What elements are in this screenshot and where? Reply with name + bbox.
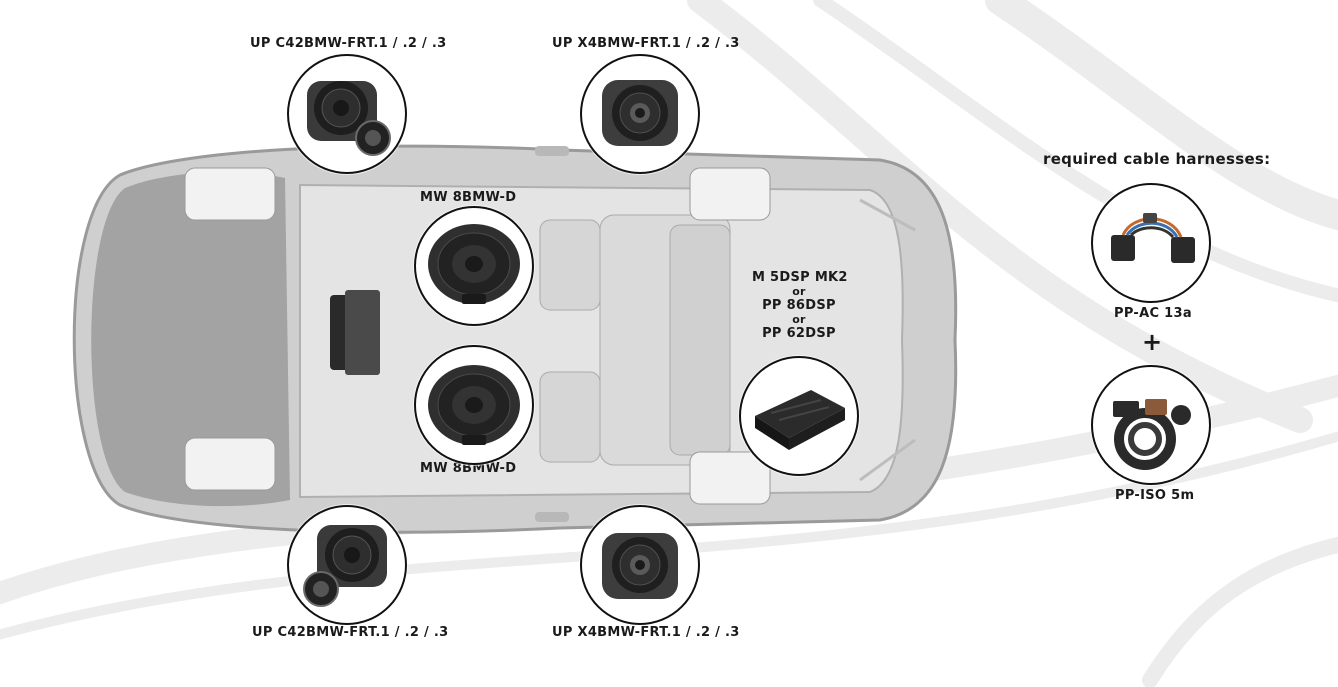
harness-pp-ac-13a-image [1091, 183, 1211, 303]
dsp-or-2: or [792, 313, 806, 326]
rear-left-speaker-image [287, 505, 407, 625]
harness-heading: required cable harnesses: [1043, 150, 1271, 168]
dsp-line-1: M 5DSP MK2 [752, 270, 848, 285]
dsp-amplifier-image [739, 356, 859, 476]
rear-right-speaker-label: UP X4BMW-FRT.1 / .2 / .3 [552, 625, 740, 640]
rear-left-speaker-label: UP C42BMW-FRT.1 / .2 / .3 [252, 625, 449, 640]
woofer-bottom-label: MW 8BMW-D [420, 461, 517, 476]
woofer-top-image [414, 206, 534, 326]
front-left-speaker-label: UP C42BMW-FRT.1 / .2 / .3 [250, 36, 447, 51]
dsp-line-3: PP 62DSP [762, 326, 836, 341]
rear-right-speaker-image [580, 505, 700, 625]
front-right-speaker-label: UP X4BMW-FRT.1 / .2 / .3 [552, 36, 740, 51]
harness-item-2-label: PP-ISO 5m [1115, 488, 1195, 503]
dsp-line-2: PP 86DSP [762, 298, 836, 313]
dsp-or-1: or [792, 285, 806, 298]
front-right-speaker-image [580, 54, 700, 174]
harness-pp-iso-5m-image [1091, 365, 1211, 485]
woofer-top-label: MW 8BMW-D [420, 190, 517, 205]
harness-item-1-label: PP-AC 13a [1114, 306, 1192, 321]
plus-sign: + [1142, 328, 1163, 356]
dsp-label: M 5DSP MK2 or PP 86DSP or PP 62DSP [752, 270, 848, 342]
front-left-speaker-image [287, 54, 407, 174]
woofer-bottom-image [414, 345, 534, 465]
